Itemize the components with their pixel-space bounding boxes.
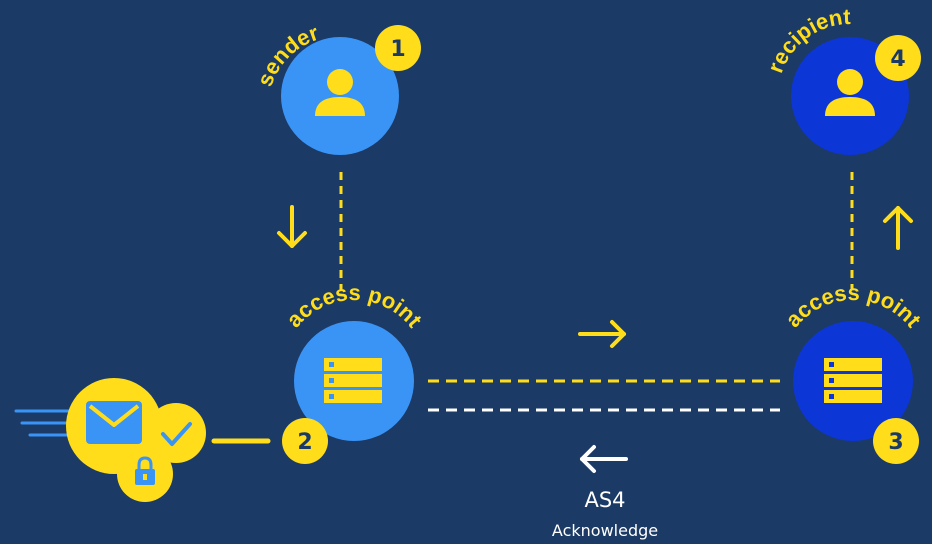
lock-icon [135, 456, 155, 485]
step-number: 1 [390, 37, 405, 62]
sender-access-point-node: access point 2 [281, 280, 428, 464]
step-badge [873, 418, 919, 464]
step-badge [875, 35, 921, 81]
server-icon [824, 358, 882, 403]
arrow-up-icon [883, 206, 913, 250]
step-badge [375, 25, 421, 71]
arrow-right-icon [578, 320, 626, 348]
arrow-left-icon [580, 445, 628, 473]
message-cluster [14, 378, 206, 502]
protocol-label: AS4 [584, 488, 626, 512]
acknowledge-label: Acknowledge [551, 521, 659, 540]
step-number: 4 [890, 47, 905, 72]
step-number: 2 [297, 430, 312, 455]
sender-node: sender 1 [252, 20, 421, 155]
user-icon [825, 69, 875, 116]
arrow-down-icon [277, 205, 307, 248]
recipient-node: recipient 4 [762, 4, 921, 155]
server-icon [324, 358, 382, 403]
step-number: 3 [888, 430, 903, 455]
step-badge [282, 418, 328, 464]
user-icon [315, 69, 365, 116]
recipient-access-point-node: access point 3 [780, 280, 927, 464]
checkmark-icon [161, 422, 192, 446]
envelope-icon [86, 401, 142, 444]
